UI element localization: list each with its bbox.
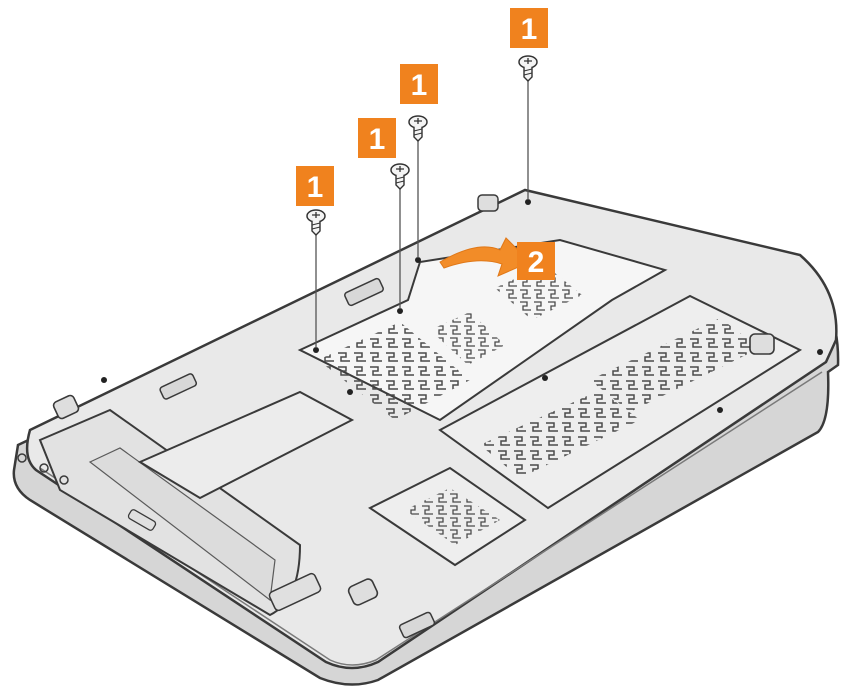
screw-icon xyxy=(390,163,410,190)
vent-cover xyxy=(438,294,803,510)
battery-latches xyxy=(127,277,436,639)
screw-holes xyxy=(101,199,823,413)
rubber-feet xyxy=(52,194,775,606)
callout-label: 1 xyxy=(307,171,324,204)
screw-icon xyxy=(518,55,538,82)
callout-badge-1b: 1 xyxy=(358,118,396,158)
callout-label: 1 xyxy=(521,13,538,46)
callout-label: 2 xyxy=(528,246,545,279)
access-cover xyxy=(297,238,668,422)
callout-badge-1a: 1 xyxy=(296,166,334,206)
small-vent-cover xyxy=(368,466,527,567)
bottom-panel-recess xyxy=(137,390,355,500)
callout-badge-2: 2 xyxy=(517,242,555,280)
screw-guides xyxy=(315,80,529,348)
callout-label: 1 xyxy=(411,69,428,102)
screw-icon xyxy=(306,209,326,236)
side-ports xyxy=(17,453,69,485)
screw-icon xyxy=(408,115,428,142)
callout-label: 1 xyxy=(369,123,386,156)
callout-badge-1c: 1 xyxy=(400,64,438,104)
callout-badge-1d: 1 xyxy=(510,8,548,48)
